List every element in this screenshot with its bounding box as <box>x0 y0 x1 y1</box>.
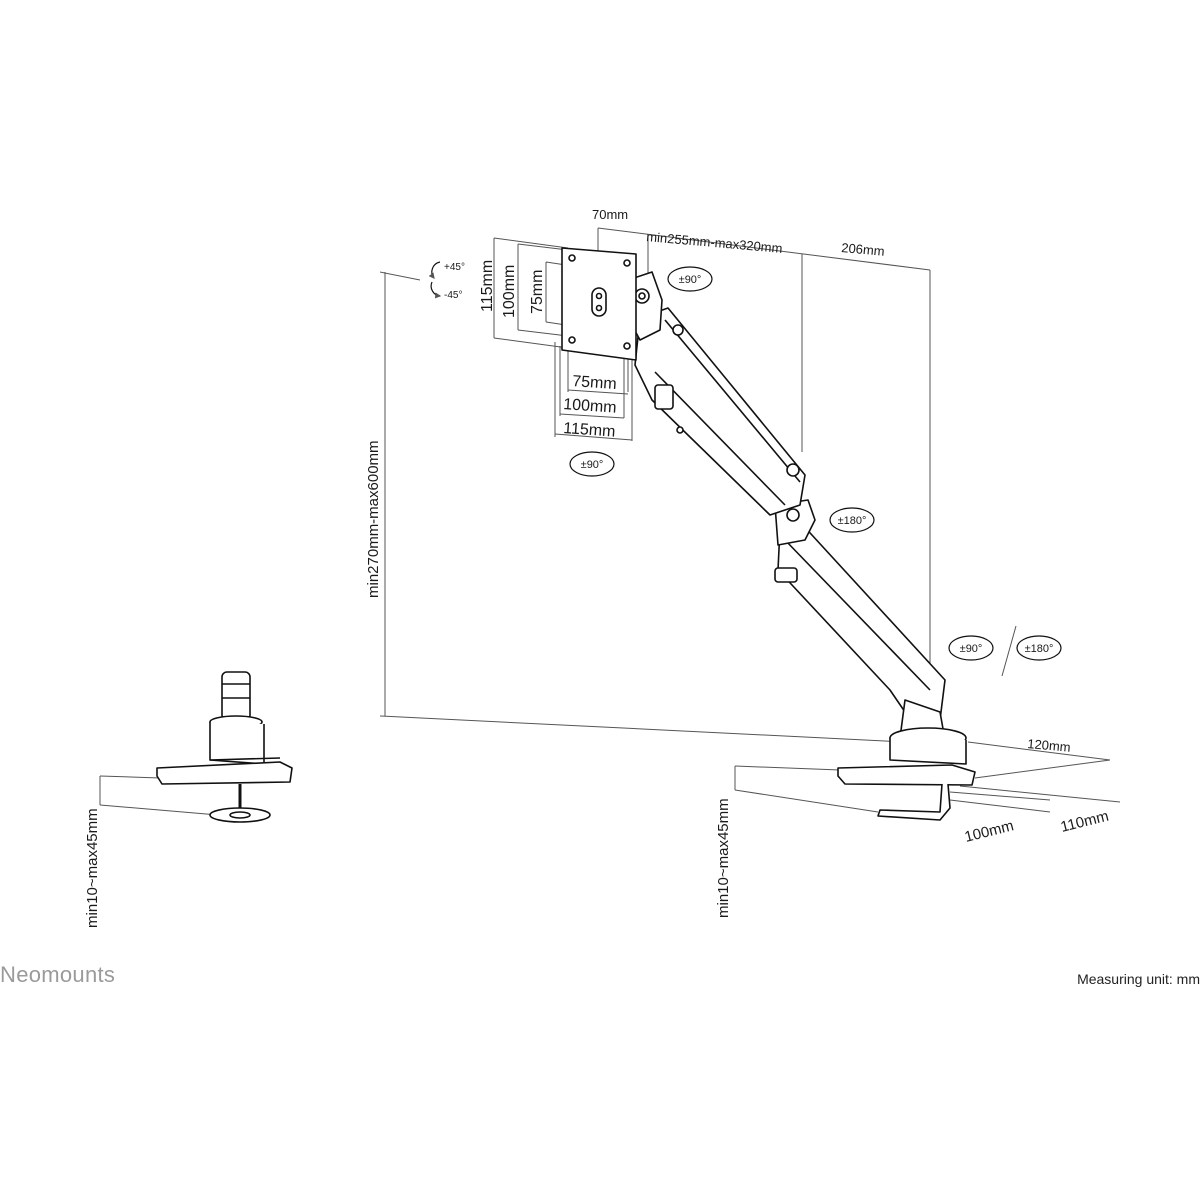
desk-thickness-center-label: min10~max45mm <box>715 798 732 918</box>
vesa-h-75-label: 75mm <box>572 373 618 393</box>
arm-offset-label: 70mm <box>592 207 628 222</box>
head-swivel-label: ±90° <box>679 274 702 286</box>
monitor-arm <box>561 247 976 821</box>
arm-extension-label: min255mm-max320mm <box>646 229 783 256</box>
base-rotation-label: ±180° <box>1025 643 1054 655</box>
rotation-badges <box>428 261 1062 661</box>
rotation-labels: +45° -45° ±90° ±90° ±180° ±90° ±180° <box>444 262 1053 655</box>
elbow-label: ±180° <box>838 515 867 527</box>
tilt-down-label: -45° <box>444 290 462 301</box>
desk-clamp-detail <box>156 671 293 823</box>
base-swivel-label: ±90° <box>960 643 983 655</box>
elbow-badge <box>829 507 875 533</box>
base-width-label: 120mm <box>1027 736 1072 755</box>
vesa-h-100-label: 100mm <box>563 396 617 417</box>
clamp-100-label: 100mm <box>963 817 1016 846</box>
rotation-label: ±90° <box>581 459 604 471</box>
clamp-110-label: 110mm <box>1059 808 1111 836</box>
vesa-v-100-label: 100mm <box>501 265 518 318</box>
vesa-v-75-label: 75mm <box>529 270 546 314</box>
measuring-unit-note: Measuring unit: mm <box>1077 971 1200 987</box>
dimension-lines <box>99 227 1121 816</box>
base-depth-label: 206mm <box>841 240 886 259</box>
vesa-h-115-label: 115mm <box>563 420 616 441</box>
rotation-badge <box>569 451 615 477</box>
desk-thickness-left-label: min10~max45mm <box>84 808 101 928</box>
tilt-up-label: +45° <box>444 262 465 273</box>
height-range-label: min270mm-max600mm <box>365 440 382 598</box>
vesa-v-115-label: 115mm <box>479 260 496 312</box>
base-rotation-badge <box>1016 635 1062 661</box>
brand-logo: Neomounts <box>0 962 116 987</box>
base-swivel-badge <box>948 635 994 661</box>
head-swivel-badge <box>667 266 713 292</box>
